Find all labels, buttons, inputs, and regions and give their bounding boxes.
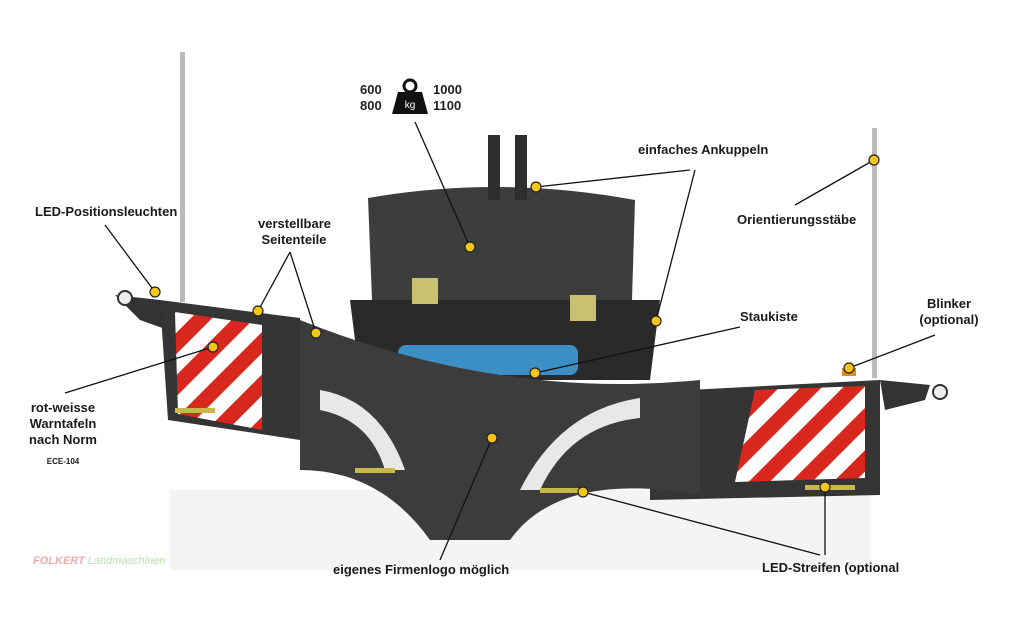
watermark-sub: Landmaschinen xyxy=(87,555,166,567)
label-orientation: Orientierungsstäbe xyxy=(737,212,857,227)
svg-text:kg: kg xyxy=(405,100,416,111)
label-side-parts: verstellbare Seitenteile xyxy=(258,216,331,248)
arm-right xyxy=(880,380,930,410)
label-side-parts-line2: Seitenteile xyxy=(261,232,327,247)
weight-1100: 1100 xyxy=(433,98,462,113)
center-body xyxy=(300,320,700,540)
label-warning-line3: nach Norm xyxy=(29,432,97,447)
hitch-left xyxy=(488,135,500,200)
storage-lid xyxy=(368,186,635,300)
label-side-parts-line1: verstellbare xyxy=(258,216,331,231)
callout-dots xyxy=(149,154,880,498)
orientation-pole-right xyxy=(872,128,877,378)
watermark-brand: FOLKERT xyxy=(33,555,85,567)
warning-plate-right xyxy=(735,386,865,482)
weight-1000: 1000 xyxy=(433,82,462,97)
label-blinker: Blinker (optional) xyxy=(916,296,982,328)
weight-800: 800 xyxy=(360,98,382,113)
label-storage: Staukiste xyxy=(740,309,798,324)
label-logo: eigenes Firmenlogo möglich xyxy=(333,562,510,577)
hinge-right xyxy=(570,295,596,321)
label-coupling: einfaches Ankuppeln xyxy=(638,142,769,157)
weight-icon: kg xyxy=(392,78,428,114)
label-led-strip: LED-Streifen (optional xyxy=(762,560,900,575)
label-warning-line1: rot-weisse xyxy=(30,400,96,415)
white-arc-right xyxy=(520,398,640,490)
hitch-right xyxy=(515,135,527,200)
label-warning-line2: Warntafeln xyxy=(29,416,97,431)
white-arc-left xyxy=(320,390,405,470)
position-light-left xyxy=(117,290,133,306)
label-blinker-line2: (optional) xyxy=(919,312,979,327)
led-strip-center-left xyxy=(355,468,395,473)
orientation-pole-left xyxy=(180,52,185,302)
watermark-logo: FOLKERT Landmaschinen xyxy=(33,555,165,567)
label-blinker-line1: Blinker xyxy=(926,296,972,311)
label-warning-plates: rot-weisse Warntafeln nach Norm ECE-104 xyxy=(24,400,102,470)
hinge-left xyxy=(412,278,438,304)
leader-lines xyxy=(64,121,936,561)
led-strip-left xyxy=(175,408,215,413)
led-strip-center-right xyxy=(540,488,585,493)
warning-plate-left xyxy=(175,312,262,430)
position-light-right xyxy=(932,384,948,400)
weight-600: 600 xyxy=(360,82,382,97)
label-led-position: LED-Positionsleuchten xyxy=(35,204,178,219)
label-warning-norm: ECE-104 xyxy=(46,457,80,466)
